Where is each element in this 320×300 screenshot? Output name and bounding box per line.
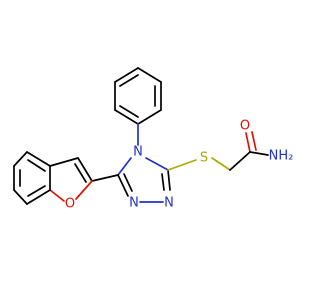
bond-bf-oc7a (49, 189, 65, 202)
bonds (13, 67, 269, 205)
bond-carbonyl-o2 (251, 131, 257, 151)
bond-phenyl-6b (119, 105, 139, 118)
bond-phenyl-2 (114, 67, 139, 83)
bond-c5-n1b (123, 173, 133, 192)
bond-phenyl-3 (137, 67, 162, 83)
bond-carbonyl-o (245, 132, 251, 153)
bond-phenyl-2b (119, 74, 139, 87)
atom-n2: N (164, 196, 174, 211)
atom-s: S (200, 151, 208, 166)
bond-c3-s (167, 159, 197, 171)
bond-c3-n2 (167, 169, 171, 191)
atom-n4: N (133, 145, 143, 160)
bond-bf-c2o (75, 180, 93, 200)
bond-benzo-4 (13, 189, 28, 205)
bond-bf-c3c3a (49, 157, 79, 167)
bond-carbonyl-n (249, 151, 269, 156)
bond-c5-bf (91, 174, 119, 182)
bond-n4-c3 (145, 157, 169, 171)
bond-benzo-2 (13, 151, 28, 167)
bond-c3-n2b (161, 173, 165, 191)
bond-benzo-5 (26, 189, 51, 205)
bond-phenyl-6 (114, 109, 139, 125)
bond-phenyl-5 (137, 109, 162, 125)
bond-n4-c5 (117, 157, 132, 176)
atom-labels: N N N O S O NH₂ (65, 119, 293, 212)
bond-s-ch2 (211, 157, 231, 171)
bond-ch2-carbonyl (229, 151, 251, 171)
atom-nh2: NH₂ (269, 149, 294, 164)
bond-c5-n1 (117, 174, 129, 197)
bond-bf-c2c3 (77, 157, 93, 182)
molecule-structure-diagram: N N N O S O NH₂ (13, 67, 293, 212)
bond-bf-c2c3b (74, 163, 87, 183)
atom-o-carbonyl: O (240, 119, 250, 134)
bond-benzo-5b (27, 185, 46, 197)
atom-o-furan: O (65, 197, 75, 212)
bond-benzo-1b (27, 159, 46, 172)
atom-n1: N (129, 196, 139, 211)
bond-benzo-1 (26, 151, 51, 167)
